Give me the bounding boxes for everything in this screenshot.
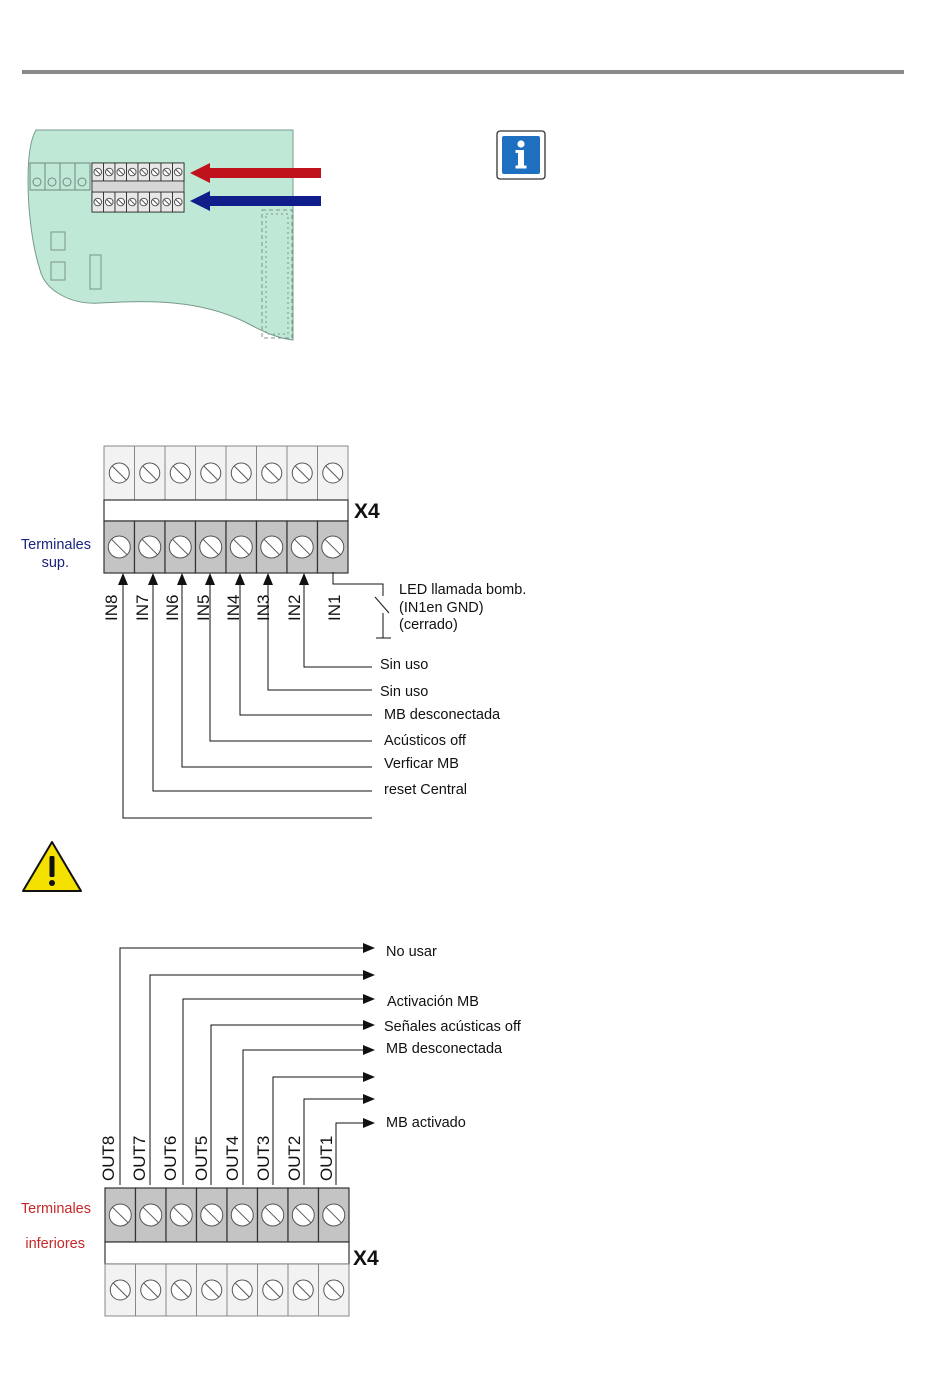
led-label-line2: (IN1en GND) xyxy=(399,600,484,616)
output-label-out4: MB desconectada xyxy=(386,1041,503,1057)
board-x4-terminals xyxy=(92,163,184,212)
input-label-in5: Acústicos off xyxy=(384,733,467,749)
board-terminal-divider xyxy=(92,181,184,192)
input-label-in6: Verficar MB xyxy=(384,756,459,772)
output-label-out1: MB activado xyxy=(386,1115,466,1131)
input-label-in7: reset Central xyxy=(384,782,467,798)
pcb-board-illustration xyxy=(28,130,321,340)
lower-terminal-block: No usar Activación MB Señales acústicas … xyxy=(21,943,522,1316)
upper-side-label-line2: sup. xyxy=(42,555,69,571)
output-label-out8: No usar xyxy=(386,944,437,960)
pin-label-out3: OUT3 xyxy=(254,1136,273,1181)
upper-connector-label: X4 xyxy=(354,500,380,523)
lower-terminal-cells xyxy=(105,1188,349,1316)
lower-side-label-line2: inferiores xyxy=(25,1236,85,1252)
upper-input-arrowheads xyxy=(118,573,309,585)
input-label-in2: Sin uso xyxy=(380,657,428,673)
lower-output-arrowheads xyxy=(363,943,375,1128)
pin-label-out5: OUT5 xyxy=(192,1136,211,1181)
lower-side-label-line1: Terminales xyxy=(21,1201,91,1217)
input-label-in3: Sin uso xyxy=(380,684,428,700)
output-label-out5: Señales acústicas off xyxy=(384,1019,522,1035)
upper-side-label-line1: Terminales xyxy=(21,537,91,553)
pin-label-in7: IN7 xyxy=(133,595,152,621)
lower-label-bar xyxy=(105,1242,349,1264)
output-label-out6: Activación MB xyxy=(387,994,479,1010)
pin-label-out8: OUT8 xyxy=(99,1136,118,1181)
led-label-line3: (cerrado) xyxy=(399,617,458,633)
upper-terminal-cells xyxy=(104,446,348,573)
pin-label-in2: IN2 xyxy=(285,595,304,621)
upper-terminal-block: X4 Terminales sup. IN8 IN7 IN6 IN5 IN4 I… xyxy=(21,446,526,818)
pin-label-in6: IN6 xyxy=(163,595,182,621)
header-rule xyxy=(22,70,904,74)
pin-label-out1: OUT1 xyxy=(317,1136,336,1181)
input-label-in4: MB desconectada xyxy=(384,707,501,723)
lower-connector-label: X4 xyxy=(353,1247,379,1270)
pin-label-in3: IN3 xyxy=(254,595,273,621)
info-icon xyxy=(497,131,545,179)
pin-label-out2: OUT2 xyxy=(285,1136,304,1181)
pin-label-in1: IN1 xyxy=(325,595,344,621)
pin-label-out4: OUT4 xyxy=(223,1136,242,1181)
pin-label-in8: IN8 xyxy=(102,595,121,621)
pin-label-out6: OUT6 xyxy=(161,1136,180,1181)
led-label-line1: LED llamada bomb. xyxy=(399,582,526,598)
pin-label-out7: OUT7 xyxy=(130,1136,149,1181)
pcb-board xyxy=(28,130,293,340)
warning-icon xyxy=(23,842,81,891)
upper-label-bar xyxy=(104,500,348,521)
